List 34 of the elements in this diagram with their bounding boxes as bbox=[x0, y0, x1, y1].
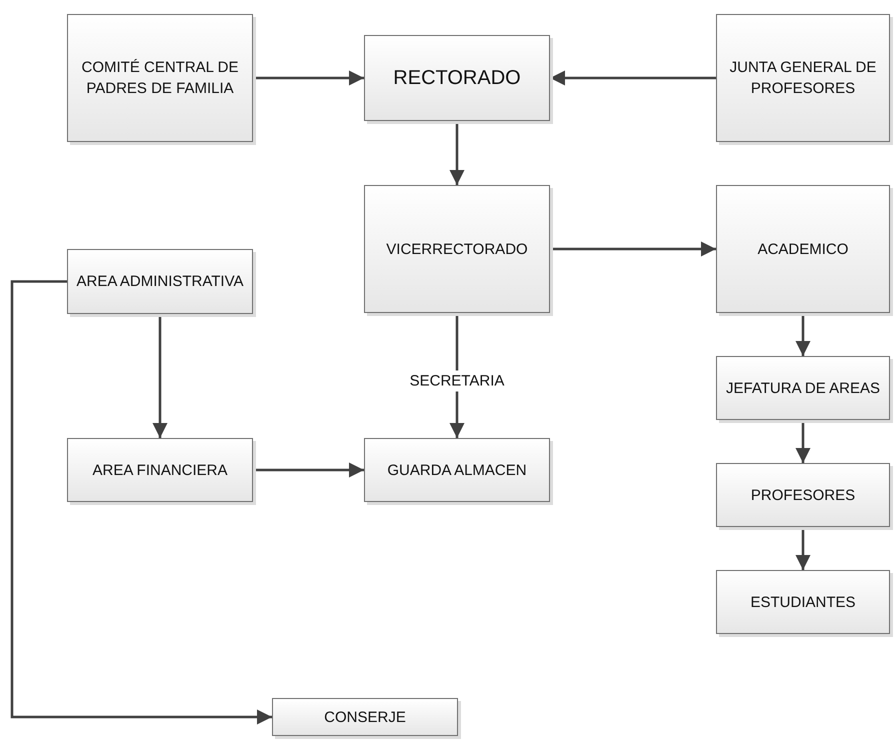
box-label: JEFATURA DE AREAS bbox=[725, 378, 881, 398]
box-label: AREA FINANCIERA bbox=[91, 460, 229, 480]
arrow bbox=[253, 70, 364, 86]
org-box bbox=[272, 698, 458, 736]
org-box bbox=[716, 185, 890, 313]
box-label: CONSERJE bbox=[323, 708, 407, 728]
arrow bbox=[450, 121, 464, 185]
org-box bbox=[364, 438, 550, 502]
arrow bbox=[796, 420, 810, 463]
box-label: JUNTA GENERAL DE PROFESORES bbox=[728, 58, 878, 99]
box-label: ESTUDIANTES bbox=[749, 592, 856, 612]
org-box bbox=[364, 35, 550, 121]
org-box bbox=[716, 356, 890, 420]
arrow bbox=[10, 280, 272, 724]
box-label: PROFESORES bbox=[750, 486, 856, 506]
org-box bbox=[716, 14, 890, 142]
org-box bbox=[67, 438, 253, 502]
arrow bbox=[152, 314, 168, 438]
box-label: AREA ADMINISTRATIVA bbox=[76, 272, 244, 292]
arrow bbox=[253, 462, 364, 478]
org-box bbox=[364, 185, 550, 313]
arrow bbox=[550, 242, 716, 256]
arrow bbox=[796, 313, 810, 356]
box-label: COMITÉ CENTRAL DE PADRES DE FAMILIA bbox=[80, 58, 240, 99]
org-box bbox=[67, 14, 253, 142]
arrow bbox=[550, 70, 716, 86]
box-label: RECTORADO bbox=[392, 66, 522, 91]
box-label: ACADEMICO bbox=[756, 240, 850, 260]
org-box bbox=[67, 249, 253, 314]
org-box bbox=[716, 570, 890, 634]
box-label: VICERRECTORADO bbox=[385, 240, 529, 260]
box-label: GUARDA ALMACEN bbox=[386, 460, 528, 480]
arrow bbox=[796, 527, 810, 570]
org-box bbox=[716, 463, 890, 527]
